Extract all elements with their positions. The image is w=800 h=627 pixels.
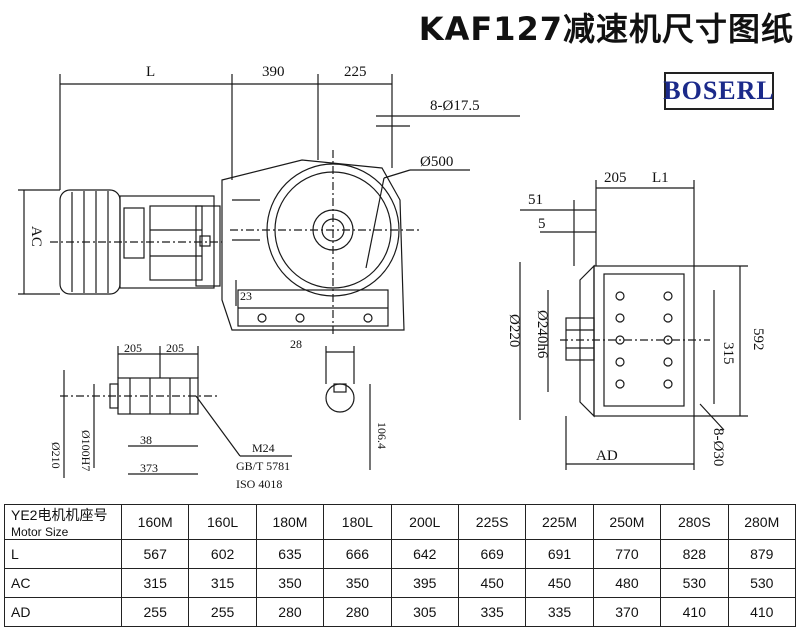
table-cell: 828 xyxy=(660,539,729,569)
terminal-box xyxy=(195,205,221,287)
side-housing xyxy=(593,265,695,417)
table-col-header: 160M xyxy=(120,504,190,540)
table-row-label: AC xyxy=(4,568,122,598)
table-cell: 395 xyxy=(390,568,459,598)
dim-51: 51 xyxy=(528,192,543,208)
brand-logo: BOSERL xyxy=(663,72,775,110)
table-cell: 879 xyxy=(727,539,797,569)
dim-phi100: Ø100H7 xyxy=(79,430,93,472)
table-cell: 410 xyxy=(727,597,797,627)
table-header-label: YE2电机机座号 Motor Size xyxy=(4,504,122,540)
table-cell: 350 xyxy=(323,568,392,598)
table-col-header: 250M xyxy=(592,504,662,540)
table-col-header: 225M xyxy=(525,504,594,540)
table-cell: 669 xyxy=(457,539,527,569)
dim-AD: AD xyxy=(596,448,618,464)
dim-phi240: Ø240h6 xyxy=(534,310,550,359)
dim-23: 23 xyxy=(240,289,252,303)
table-col-header: 200L xyxy=(390,504,459,540)
technical-drawing xyxy=(18,74,748,478)
dim-L: L xyxy=(146,64,156,80)
page-title: KAF127减速机尺寸图纸 xyxy=(418,10,794,48)
table-cell: 305 xyxy=(390,597,459,627)
dim-phi500: Ø500 xyxy=(420,154,454,170)
table-cell: 530 xyxy=(660,568,729,598)
dim-592: 592 xyxy=(750,328,766,351)
bolt-gbt: GB/T 5781 xyxy=(236,459,291,473)
key-section xyxy=(325,383,355,413)
table-col-header: 160L xyxy=(188,504,257,540)
table-col-header: 180L xyxy=(323,504,392,540)
table-cell: 410 xyxy=(660,597,729,627)
table-cell: 255 xyxy=(120,597,190,627)
table-cell: 666 xyxy=(323,539,392,569)
brand-logo-text: BOSERL xyxy=(663,76,775,105)
table-col-header: 180M xyxy=(255,504,325,540)
dim-phi220: Ø220 xyxy=(506,314,522,348)
table-cell: 280 xyxy=(255,597,325,627)
side-view xyxy=(519,180,748,470)
table-cell: 335 xyxy=(525,597,594,627)
table-cell: 642 xyxy=(390,539,459,569)
table-cell: 350 xyxy=(255,568,325,598)
dim-315: 315 xyxy=(720,342,736,365)
table-cell: 530 xyxy=(727,568,797,598)
dim-AC: AC xyxy=(28,226,44,247)
table-cell: 280 xyxy=(323,597,392,627)
dim-205a: 205 xyxy=(124,341,142,355)
table-row-label: AD xyxy=(4,597,122,627)
dim-373: 373 xyxy=(140,461,158,475)
dim-5: 5 xyxy=(538,216,546,232)
dim-38: 38 xyxy=(140,433,152,447)
table-cell: 315 xyxy=(188,568,257,598)
table-cell: 255 xyxy=(188,597,257,627)
header-label-en: Motor Size xyxy=(11,525,69,539)
table-cell: 635 xyxy=(255,539,325,569)
dim-28: 28 xyxy=(290,337,302,351)
table-cell: 770 xyxy=(592,539,662,569)
output-shaft-stub xyxy=(565,317,595,361)
bolt-iso: ISO 4018 xyxy=(236,477,283,491)
table-col-header: 225S xyxy=(457,504,527,540)
dim-L1: L1 xyxy=(652,170,669,186)
table-cell: 335 xyxy=(457,597,527,627)
table-row-label: L xyxy=(4,539,122,569)
table-cell: 370 xyxy=(592,597,662,627)
front-view xyxy=(18,74,520,336)
dim-holes: 8-Ø17.5 xyxy=(430,98,480,114)
table-cell: 602 xyxy=(188,539,257,569)
dim-390: 390 xyxy=(262,64,285,80)
dim-205b: 205 xyxy=(166,341,184,355)
table-cell: 450 xyxy=(457,568,527,598)
table-col-header: 280S xyxy=(660,504,729,540)
header-label-cn: YE2电机机座号 xyxy=(11,507,108,523)
dim-phi210: Ø210 xyxy=(49,442,63,469)
table-col-header: 280M xyxy=(727,504,797,540)
shaft-detail xyxy=(60,346,371,478)
gearbox-housing xyxy=(221,159,405,331)
dim-106: 106.4 xyxy=(375,422,389,449)
dim-205-top: 205 xyxy=(604,170,627,186)
table-cell: 450 xyxy=(525,568,594,598)
table-cell: 315 xyxy=(120,568,190,598)
table-cell: 567 xyxy=(120,539,190,569)
table-cell: 480 xyxy=(592,568,662,598)
bolt-m24: M24 xyxy=(252,441,275,455)
dim-225: 225 xyxy=(344,64,367,80)
dim-holes2: 8-Ø30 xyxy=(710,428,726,467)
table-cell: 691 xyxy=(525,539,594,569)
